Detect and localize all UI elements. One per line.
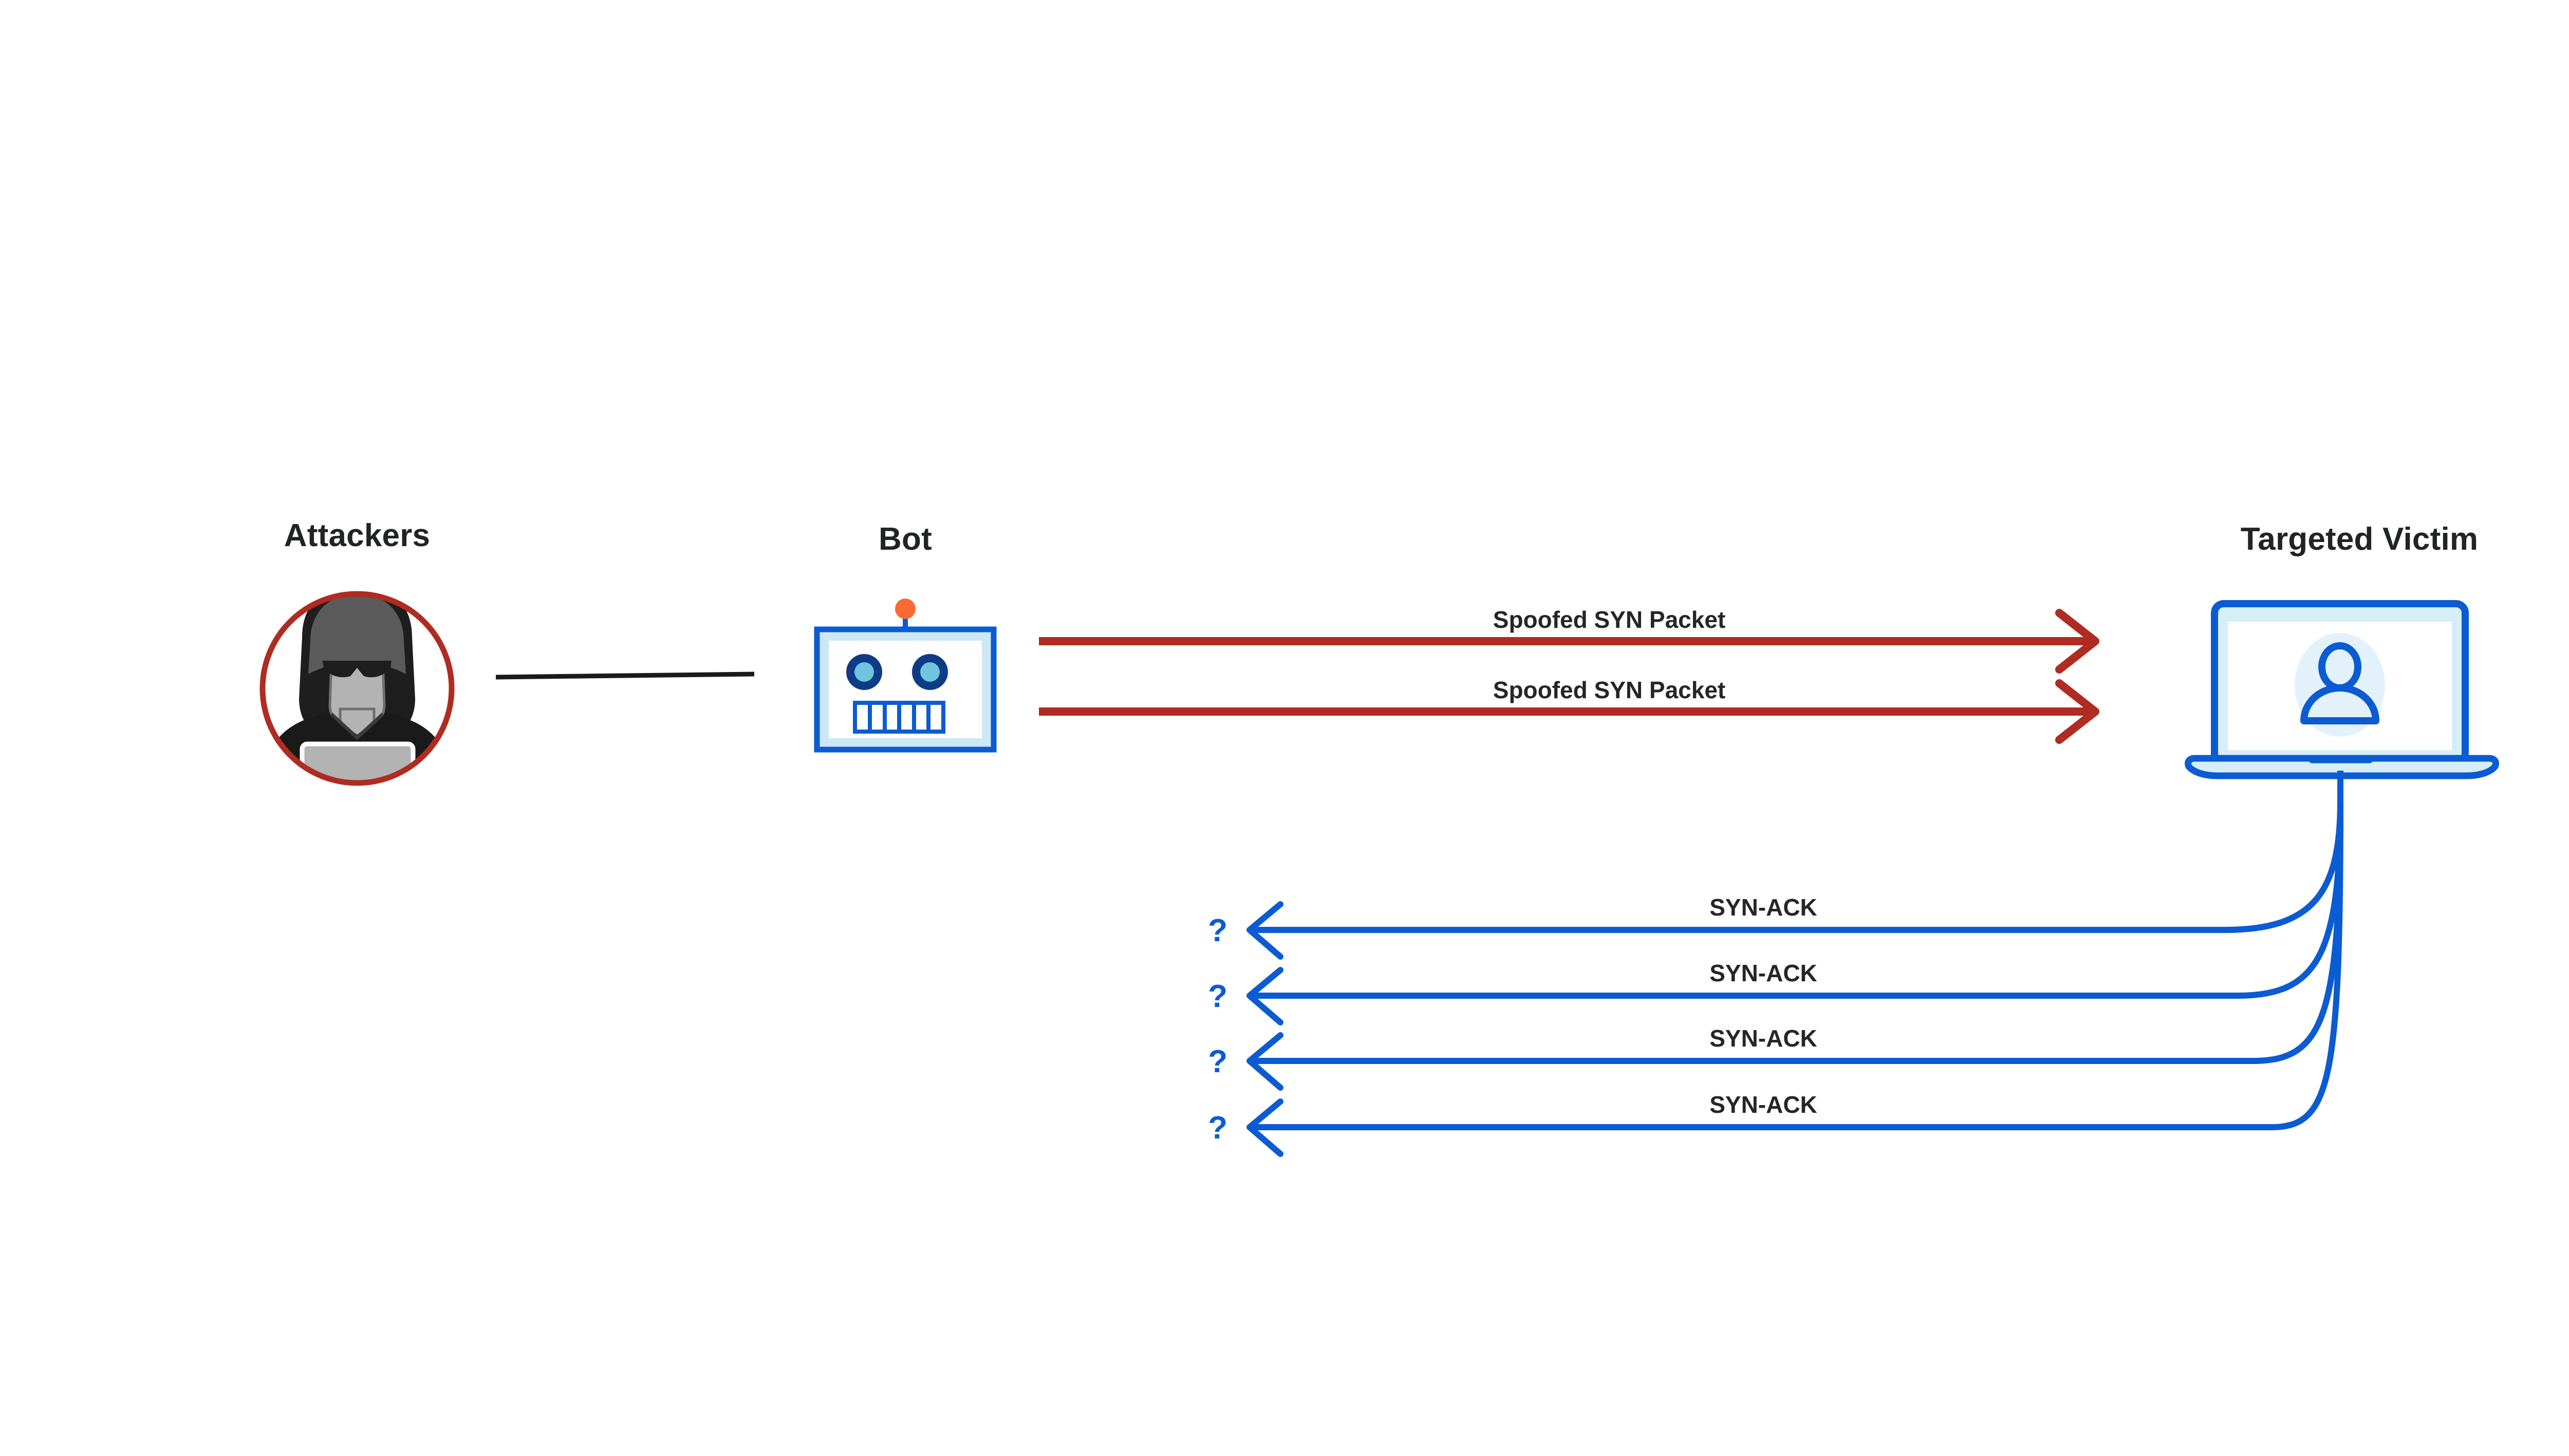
synack-question-3: ? xyxy=(1208,1044,1227,1079)
attacker-collar xyxy=(330,713,384,740)
synack-arrow-1: SYN-ACK ? xyxy=(1208,801,2343,960)
robot-pupil-right xyxy=(920,662,940,682)
attacker-sunglasses-icon xyxy=(323,661,392,678)
synack-question-4: ? xyxy=(1208,1110,1227,1146)
attacker-bot-link xyxy=(495,671,755,680)
synack-arrow-3: SYN-ACK ? xyxy=(1208,801,2343,1091)
synack-question-2: ? xyxy=(1208,979,1227,1014)
robot-antenna-bulb-icon xyxy=(895,599,916,619)
laptop-user-icon xyxy=(2185,600,2499,779)
attacker-red-circle xyxy=(259,591,455,786)
spoofed-syn-label-1: Spoofed SYN Packet xyxy=(1493,606,1725,633)
attacker-cap xyxy=(308,594,406,674)
node-label-attackers: Attackers xyxy=(284,518,430,553)
spoofed-syn-label-2: Spoofed SYN Packet xyxy=(1493,677,1725,703)
spoofed-syn-arrow-1: Spoofed SYN Packet xyxy=(1039,606,2099,674)
spoofed-syn-arrow-2: Spoofed SYN Packet xyxy=(1039,677,2099,744)
robot-pupil-left xyxy=(854,662,874,682)
synack-label-4: SYN-ACK xyxy=(1709,1091,1817,1118)
hooded-attacker-icon xyxy=(259,591,455,786)
robot-mouth xyxy=(853,701,945,734)
spoofed-syn-arrow-group: Spoofed SYN Packet Spoofed SYN Packet xyxy=(1039,606,2099,744)
synack-question-1: ? xyxy=(1208,913,1227,948)
laptop-base xyxy=(2185,755,2499,779)
robot-icon xyxy=(814,599,997,753)
synack-label-2: SYN-ACK xyxy=(1709,960,1817,986)
node-label-victim: Targeted Victim xyxy=(2241,521,2478,557)
synack-label-3: SYN-ACK xyxy=(1709,1025,1817,1052)
synack-arrow-4: SYN-ACK ? xyxy=(1208,801,2343,1157)
node-label-bot: Bot xyxy=(879,521,932,557)
synack-arrow-group: SYN-ACK ? SYN-ACK ? SYN-ACK ? SY xyxy=(1208,771,2343,1157)
synack-label-1: SYN-ACK xyxy=(1709,894,1817,921)
laptop-avatar-body xyxy=(2300,684,2379,724)
